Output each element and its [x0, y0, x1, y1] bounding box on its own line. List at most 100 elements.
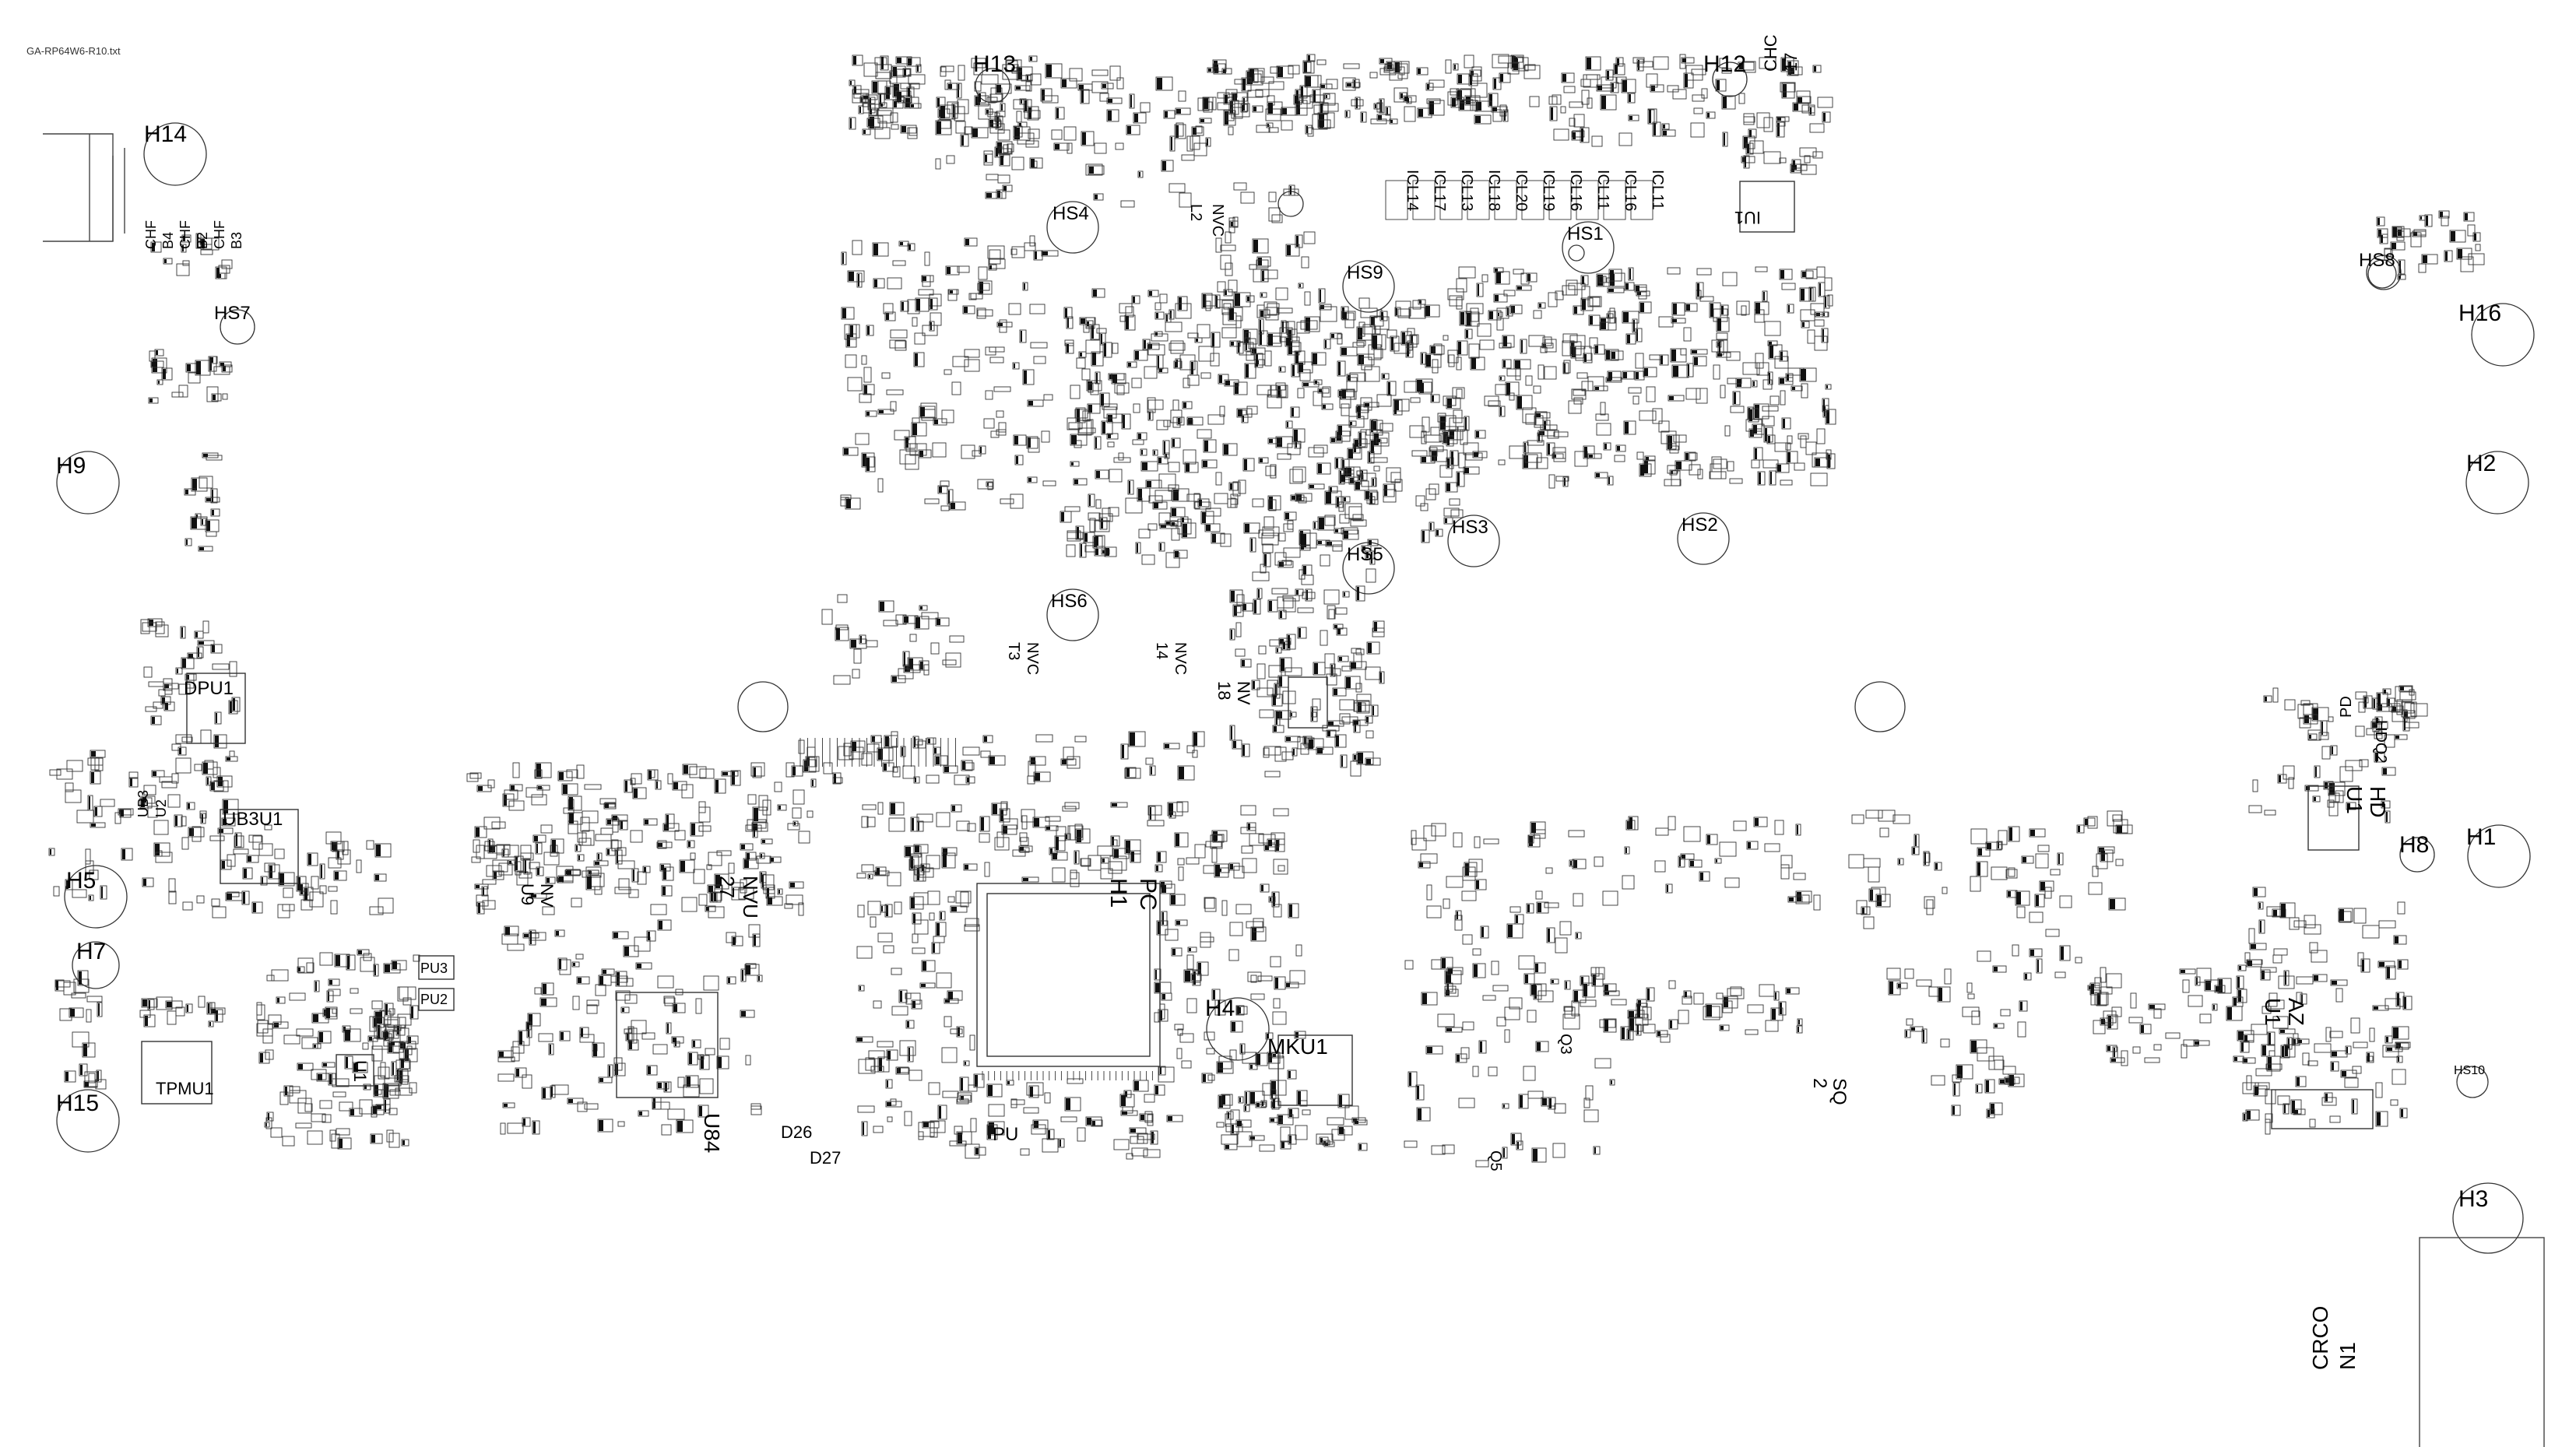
smd-pad — [1661, 356, 1663, 364]
smd-pad — [711, 893, 713, 901]
smd-pad — [2009, 827, 2012, 841]
smd-part — [1293, 94, 1302, 105]
smd-part — [1813, 894, 1821, 911]
smd-part — [698, 1054, 705, 1060]
smd-part — [1667, 465, 1678, 474]
smd-part — [1534, 412, 1551, 419]
smd-pad — [907, 1021, 909, 1027]
smd-part — [277, 904, 290, 918]
smd-pad — [1276, 840, 1279, 851]
smd-part — [196, 895, 205, 904]
smd-part — [1303, 231, 1316, 244]
smd-pad — [385, 964, 390, 972]
smd-pad — [1304, 737, 1306, 744]
smd-pad — [804, 760, 808, 771]
smd-pad — [1447, 458, 1450, 468]
smd-part — [728, 862, 735, 874]
smd-part — [1165, 929, 1179, 941]
smd-part — [1546, 442, 1555, 456]
smd-part — [571, 897, 582, 908]
smd-part — [1256, 259, 1269, 269]
smd-part — [1393, 87, 1408, 103]
mounting-hole-label: H5 — [66, 868, 96, 894]
smd-part — [1240, 659, 1252, 668]
smd-part — [1172, 399, 1179, 411]
smd-part — [1246, 822, 1256, 831]
smd-part — [1365, 715, 1373, 724]
component-label-pu: PU — [993, 1124, 1018, 1145]
smd-pad — [1204, 98, 1208, 109]
smd-pad — [1287, 245, 1291, 255]
smd-part — [1091, 69, 1109, 76]
smd-part — [1313, 444, 1328, 454]
smd-part — [1340, 473, 1355, 483]
smd-part — [2199, 1013, 2212, 1024]
smd-part — [873, 1000, 882, 1009]
smd-part — [867, 104, 880, 111]
smd-part — [523, 859, 531, 875]
smd-part — [928, 1082, 940, 1095]
smd-part — [469, 772, 482, 779]
smd-part — [1236, 408, 1253, 418]
smd-pad — [958, 84, 959, 97]
smd-pad — [812, 780, 814, 786]
smd-part — [1308, 447, 1324, 458]
smd-part — [612, 931, 629, 939]
smd-part — [933, 418, 947, 426]
smd-pad — [1422, 353, 1423, 364]
smd-part — [1994, 1059, 2005, 1070]
smd-pad — [1279, 676, 1282, 687]
smd-pad — [1380, 100, 1382, 112]
smd-part — [987, 245, 1005, 259]
smd-part — [1259, 1144, 1275, 1152]
smd-pad — [1338, 426, 1342, 435]
smd-pad — [1375, 104, 1376, 108]
smd-part — [766, 896, 783, 906]
smd-pad — [1366, 552, 1369, 558]
smd-pad — [1341, 756, 1343, 767]
smd-part — [1328, 486, 1338, 493]
smd-part — [2181, 1044, 2188, 1059]
smd-pad — [1074, 479, 1078, 484]
smd-part — [1540, 424, 1558, 430]
smd-part — [1554, 1103, 1566, 1114]
smd-part — [487, 779, 495, 788]
smd-part — [2272, 954, 2283, 964]
smd-pad — [1161, 882, 1165, 887]
smd-part — [1242, 458, 1255, 472]
smd-part — [656, 1081, 669, 1090]
smd-pad — [1354, 80, 1355, 87]
smd-pad — [965, 865, 968, 869]
smd-part — [1297, 607, 1314, 613]
smd-pad — [2259, 903, 2261, 908]
smd-pad — [1165, 111, 1168, 118]
smd-part — [1779, 269, 1793, 280]
smd-part — [532, 834, 546, 843]
smd-part — [682, 764, 698, 775]
smd-pad — [1138, 489, 1142, 500]
smd-pad — [851, 640, 856, 648]
smd-pad — [762, 875, 764, 887]
smd-part — [1447, 288, 1464, 300]
smd-part — [2153, 1044, 2162, 1051]
smd-part — [1344, 1105, 1359, 1120]
smd-pad — [1826, 385, 1828, 388]
smd-part — [1233, 292, 1251, 307]
smd-pad — [1268, 103, 1273, 114]
smd-pad — [1260, 311, 1263, 317]
smd-part — [999, 808, 1010, 823]
smd-pad — [1750, 430, 1754, 437]
smd-pad — [1346, 677, 1351, 688]
smd-part — [1137, 1133, 1148, 1144]
smd-pad — [2279, 775, 2281, 782]
smd-pad — [1095, 536, 1098, 546]
smd-part — [369, 906, 384, 915]
smd-part — [791, 765, 803, 777]
smd-pad — [1233, 741, 1236, 748]
smd-pad — [504, 1104, 508, 1107]
smd-part — [1405, 342, 1414, 358]
smd-pad — [1623, 312, 1629, 322]
smd-pad — [1159, 369, 1162, 372]
smd-part — [877, 802, 884, 815]
smd-pad — [2298, 1040, 2302, 1043]
